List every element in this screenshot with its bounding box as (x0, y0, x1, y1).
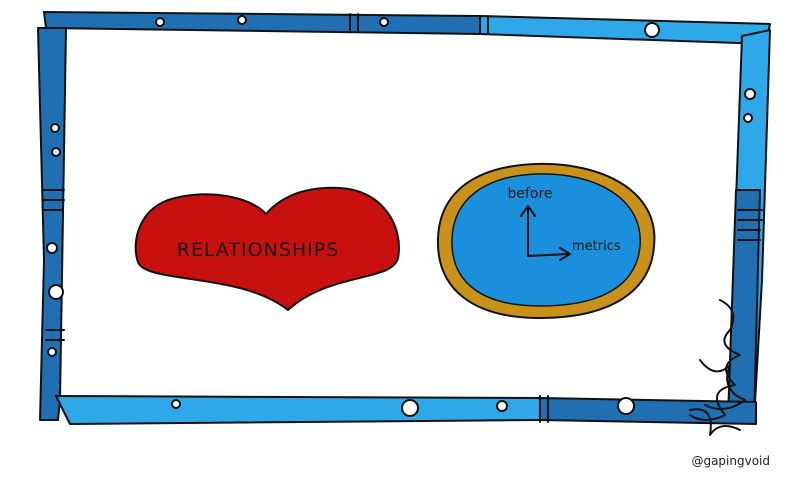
heart-shape (134, 186, 400, 311)
frame-bottom-bar (55, 395, 541, 425)
frame-bottom-bar-right (539, 397, 757, 425)
frame-top-bar-right (479, 15, 771, 45)
y-axis-arrowhead (520, 205, 536, 217)
metrics-circle-group: before metrics (436, 162, 656, 320)
frame-corner-scribble (689, 299, 746, 436)
circle-fill (451, 173, 641, 307)
credit-signature: @gapingvoid (691, 454, 770, 468)
frame-left-bar (37, 27, 67, 421)
x-axis-label: metrics (572, 239, 621, 254)
frame-notches (43, 13, 763, 423)
picture-frame (37, 11, 771, 436)
y-axis-label: before (507, 186, 552, 202)
frame-holes (46, 15, 756, 417)
heart-group: RELATIONSHIPS (134, 186, 400, 311)
heart-label: RELATIONSHIPS (177, 239, 340, 261)
x-axis-line (527, 253, 569, 257)
frame-top-bar (43, 11, 481, 35)
x-axis-arrowhead (559, 247, 571, 261)
axes (520, 205, 571, 261)
